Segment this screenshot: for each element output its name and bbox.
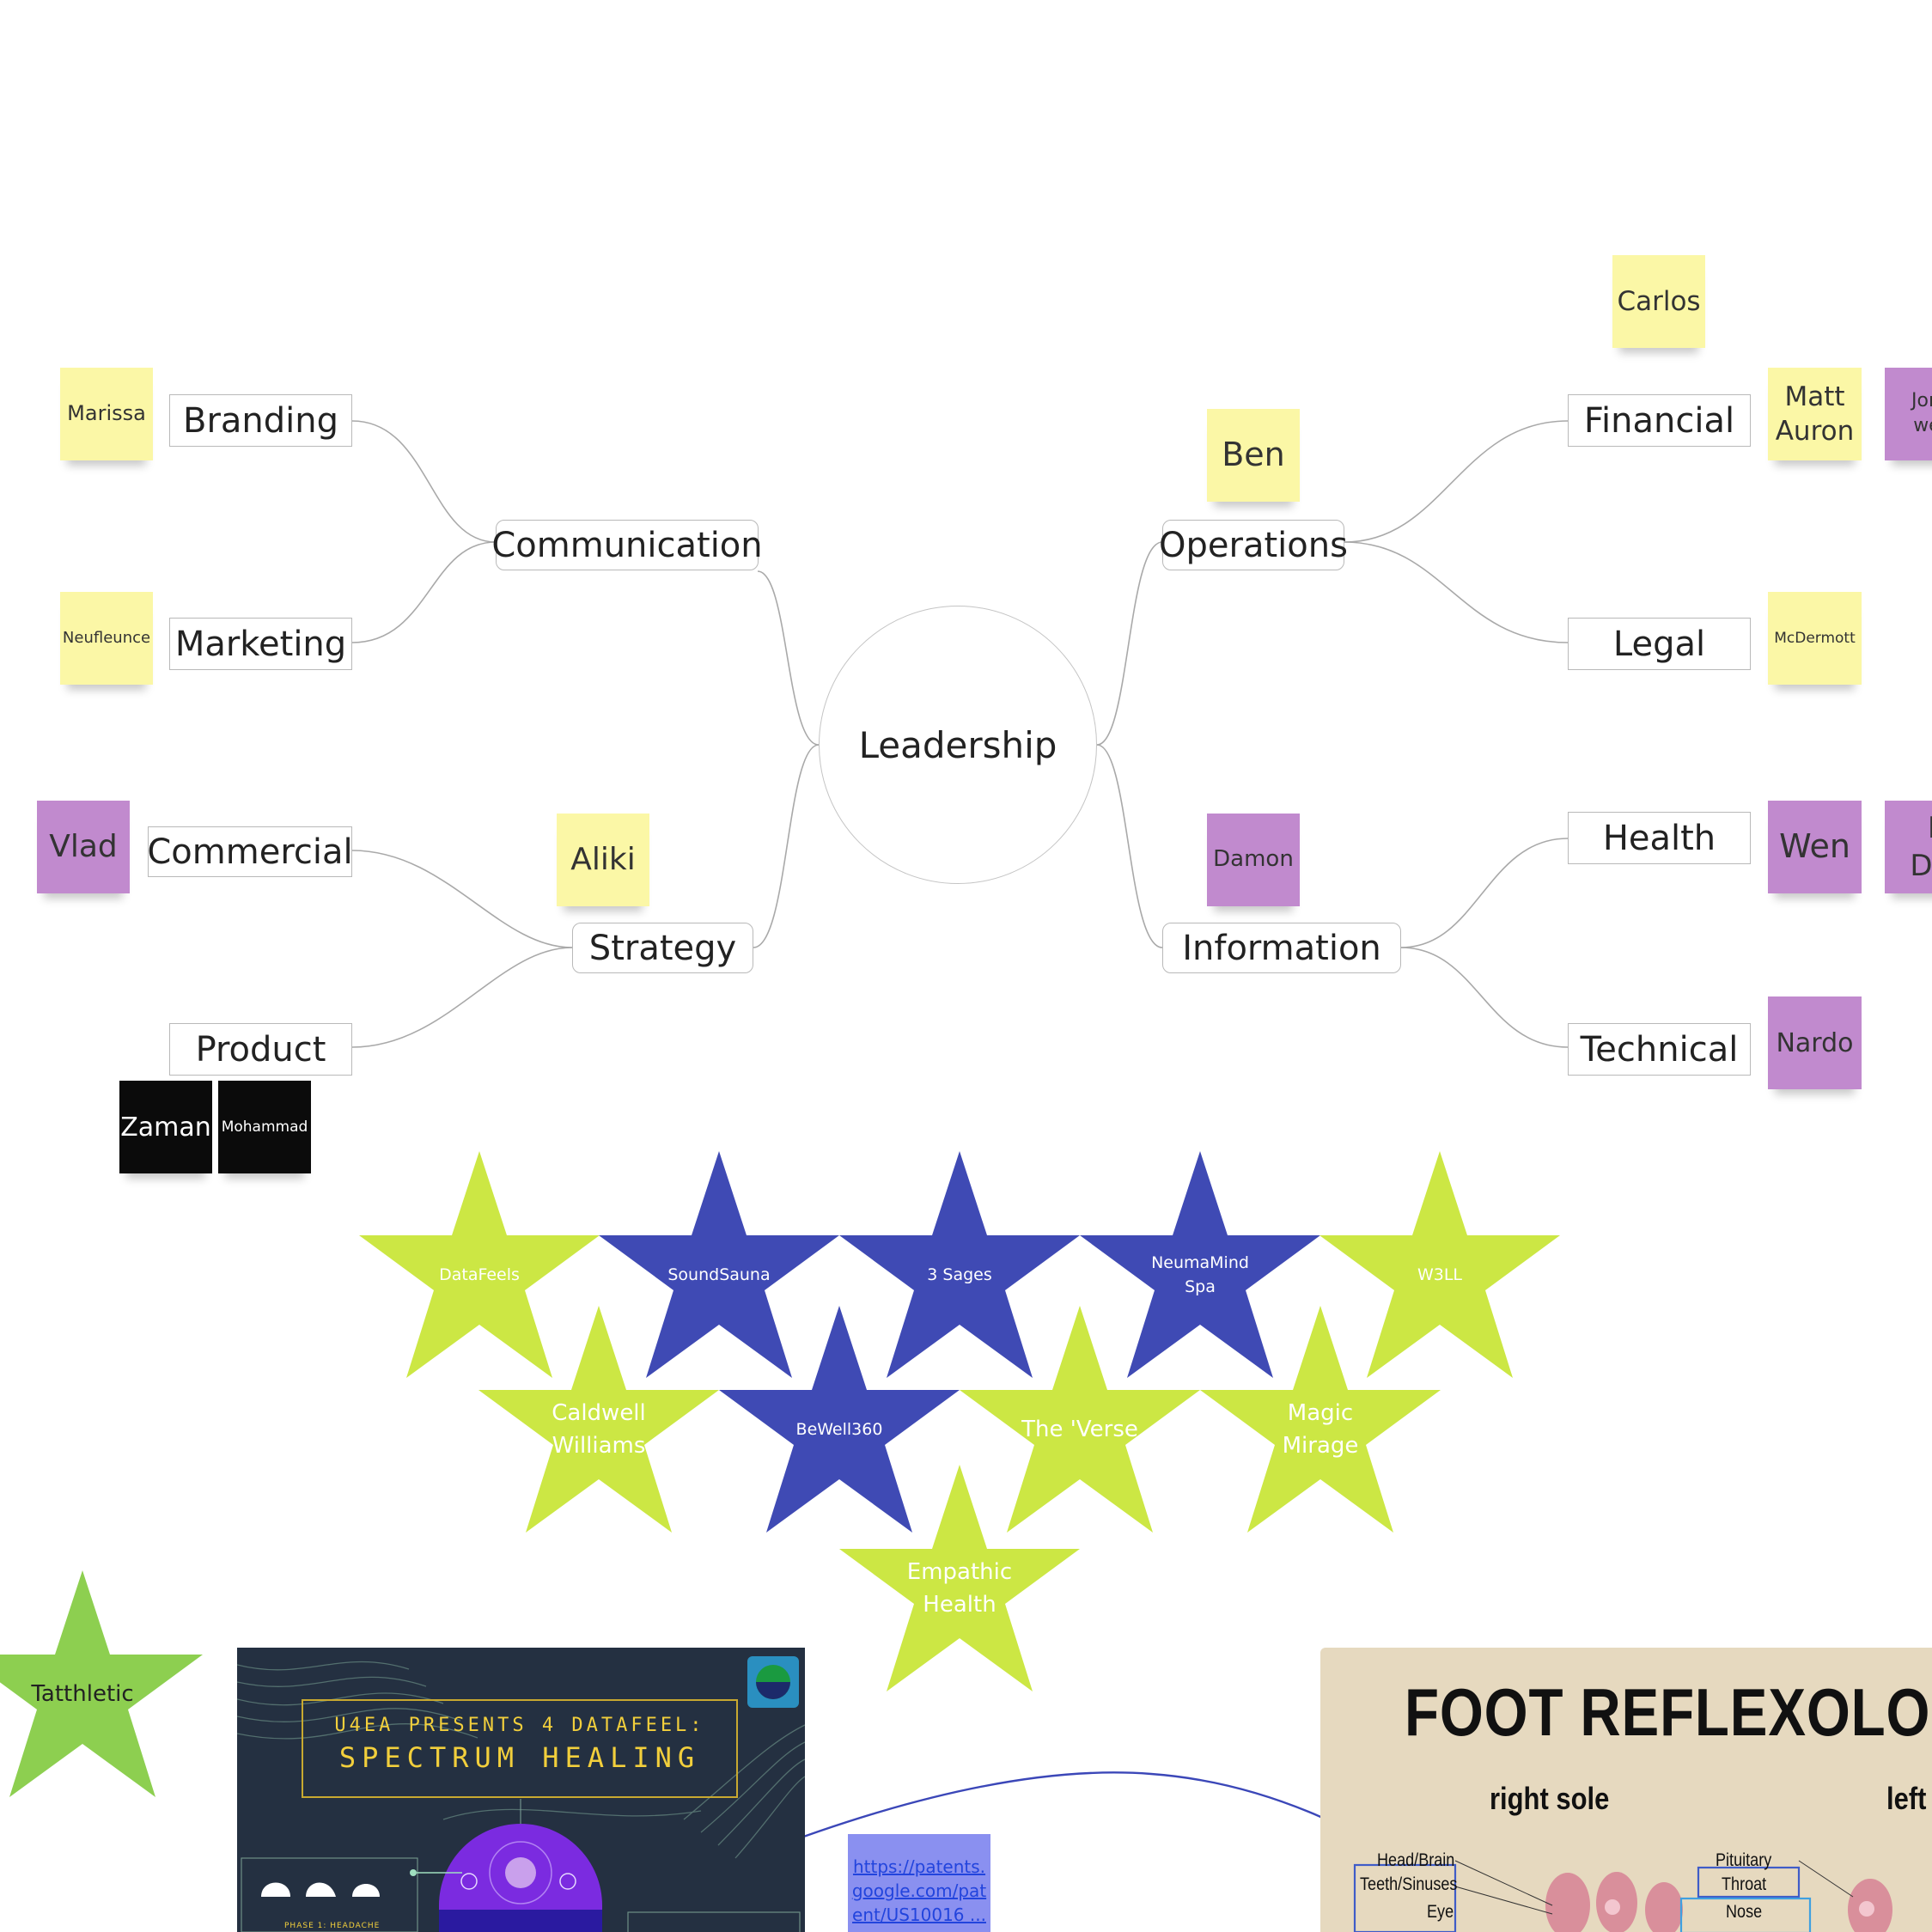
node-health[interactable]: Health	[1568, 812, 1751, 864]
node-communication[interactable]: Communication	[491, 520, 763, 570]
star-icon	[839, 1465, 1080, 1691]
star-shape[interactable]: W3LL	[1319, 1151, 1560, 1383]
node-strategy[interactable]: Strategy	[572, 923, 753, 973]
star-shape[interactable]: Caldwell Williams	[478, 1306, 719, 1538]
star-icon	[1319, 1151, 1560, 1378]
sticky-note[interactable]: Zaman	[119, 1081, 212, 1173]
sticky-note[interactable]: Mohammad	[218, 1081, 311, 1173]
star-shape[interactable]: The 'Verse	[960, 1306, 1200, 1538]
sticky-note[interactable]: Marissa	[60, 368, 153, 460]
mindmap-center-node[interactable]: Leadership	[819, 606, 1097, 884]
star-icon	[359, 1151, 600, 1378]
star-icon	[960, 1306, 1200, 1533]
star-icon	[599, 1151, 839, 1378]
label-pituitary: Pituitary	[1716, 1850, 1772, 1870]
foot-diagram	[1353, 1860, 1892, 1932]
star-shape[interactable]: Empathic Health	[839, 1465, 1080, 1697]
node-information[interactable]: Information	[1162, 923, 1401, 973]
node-technical[interactable]: Technical	[1568, 1023, 1751, 1076]
star-shape[interactable]: Tatthletic	[0, 1570, 203, 1802]
spectrum-healing-poster[interactable]: U4EA PRESENTS 4 DATAFEEL: SPECTRUM HEALI…	[237, 1648, 805, 1932]
sticky-note[interactable]: McDermott	[1768, 592, 1862, 685]
star-icon	[1080, 1151, 1320, 1378]
sticky-note[interactable]: Nardo	[1768, 996, 1862, 1089]
node-operations[interactable]: Operations	[1159, 520, 1348, 570]
label-teeth-sinuses: Teeth/Sinuses	[1360, 1874, 1458, 1894]
poster-artwork	[237, 1656, 805, 1932]
sticky-note[interactable]: Damon	[1207, 814, 1300, 906]
poster-caption: PHASE 1: HEADACHE	[284, 1922, 381, 1930]
star-shape[interactable]: 3 Sages	[839, 1151, 1080, 1383]
poster-line-1: U4EA PRESENTS 4 DATAFEEL:	[334, 1715, 705, 1736]
star-icon	[719, 1306, 960, 1533]
label-eye: Eye	[1427, 1902, 1454, 1922]
node-product[interactable]: Product	[169, 1023, 352, 1076]
sticky-note[interactable]: Jonat west	[1885, 368, 1932, 460]
star-shape[interactable]: BeWell360	[719, 1306, 960, 1538]
sticky-note[interactable]: Carlos	[1612, 255, 1705, 348]
left-sole-label: left	[1886, 1781, 1927, 1816]
star-icon	[1200, 1306, 1441, 1533]
poster-line-2: SPECTRUM HEALING	[338, 1741, 701, 1774]
right-sole-label: right sole	[1490, 1781, 1610, 1816]
node-commercial[interactable]: Commercial	[147, 826, 353, 877]
sticky-note[interactable]: D Dav	[1885, 801, 1932, 893]
node-financial[interactable]: Financial	[1568, 394, 1751, 447]
node-legal[interactable]: Legal	[1568, 618, 1751, 670]
star-icon	[478, 1306, 719, 1533]
link-sticky-note[interactable]: https://patents.google.com/patent/US1001…	[848, 1834, 990, 1932]
label-nose: Nose	[1726, 1902, 1763, 1922]
sticky-note[interactable]: Neufleunce	[60, 592, 153, 685]
star-shape[interactable]: NeumaMind Spa	[1080, 1151, 1320, 1383]
reflexology-title: FOOT REFLEXOLOGY C	[1405, 1674, 1932, 1750]
star-icon	[0, 1570, 203, 1797]
sticky-note[interactable]: Vlad	[37, 801, 130, 893]
node-marketing[interactable]: Marketing	[169, 618, 352, 670]
foot-reflexology-chart[interactable]: FOOT REFLEXOLOGY C right sole left Head/…	[1320, 1648, 1932, 1932]
poster-title-frame: U4EA PRESENTS 4 DATAFEEL: SPECTRUM HEALI…	[302, 1699, 738, 1798]
label-head-brain: Head/Brain	[1377, 1850, 1455, 1870]
star-icon	[839, 1151, 1080, 1378]
star-shape[interactable]: Magic Mirage	[1200, 1306, 1441, 1538]
patent-link[interactable]: https://patents.google.com/patent/US1001…	[851, 1856, 987, 1925]
node-branding[interactable]: Branding	[169, 394, 352, 447]
star-shape[interactable]: DataFeels	[359, 1151, 600, 1383]
label-throat: Throat	[1722, 1874, 1767, 1894]
sticky-note[interactable]: Wen	[1768, 801, 1862, 893]
sticky-note[interactable]: Aliki	[557, 814, 649, 906]
sticky-note[interactable]: Matt Auron	[1768, 368, 1862, 460]
sticky-note[interactable]: Ben	[1207, 409, 1300, 502]
star-shape[interactable]: SoundSauna	[599, 1151, 839, 1383]
